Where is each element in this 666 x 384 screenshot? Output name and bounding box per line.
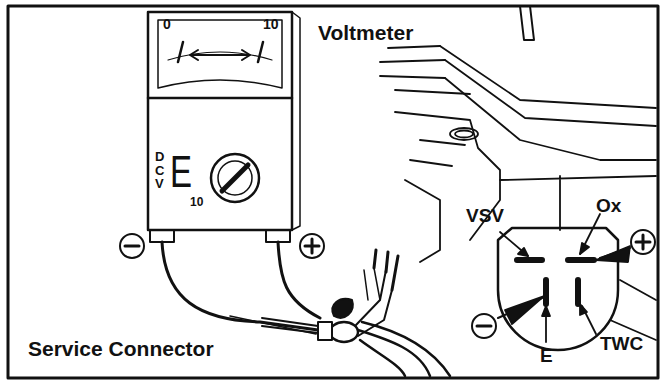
range-label: E <box>170 150 192 194</box>
pin-name: E <box>540 346 553 365</box>
scale-number: 0 <box>163 17 171 31</box>
engine-bay <box>380 6 656 340</box>
service-connector <box>230 250 450 376</box>
range-label: 10 <box>190 196 203 208</box>
pin-name: Ox <box>596 196 621 215</box>
part-name: Voltmeter <box>318 22 413 43</box>
pin-name: VSV <box>466 206 504 225</box>
pin-name: TWC <box>600 334 643 353</box>
voltmeter <box>148 12 300 242</box>
part-name: Service Connector <box>28 338 214 359</box>
polarity-symbol <box>120 234 324 258</box>
test-lead <box>162 242 320 333</box>
range-label: DCV <box>155 150 162 191</box>
check-connector <box>498 228 618 350</box>
scale-number: 10 <box>263 17 279 31</box>
frame <box>8 6 658 378</box>
pointer <box>472 214 655 342</box>
